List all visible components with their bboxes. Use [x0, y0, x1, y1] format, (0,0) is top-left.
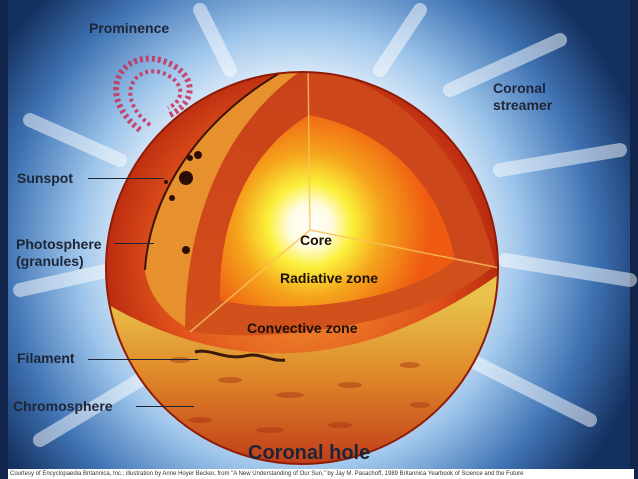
coronal-streamer-label: Coronal streamer: [493, 80, 553, 113]
radiative-zone-floor: [220, 230, 455, 307]
sunspot-label: Sunspot: [17, 170, 73, 186]
cutaway-edges: [189, 72, 498, 333]
chromosphere-label: Chromosphere: [13, 398, 113, 414]
sunspot-cluster: [164, 151, 202, 254]
radiative-zone-label: Radiative zone: [280, 270, 379, 286]
sunspot-leader: [88, 178, 164, 179]
filament-leader: [88, 359, 198, 360]
radiative-zone-right: [309, 115, 455, 260]
prominence-loop: [113, 55, 193, 133]
cutaway-rim: [144, 72, 301, 271]
prominence-label: Prominence: [89, 20, 170, 36]
convective-zone-label: Convective zone: [247, 320, 358, 336]
radiative-zone-left: [219, 115, 310, 300]
granule-texture: [170, 357, 430, 433]
filament-label: Filament: [17, 350, 75, 366]
core-label: Core: [300, 232, 332, 248]
sun-surface-granules: [106, 270, 498, 464]
sun-limb: [105, 71, 499, 465]
photosphere-leader: [114, 243, 154, 244]
coronal-hole-label: Coronal hole: [248, 442, 371, 464]
coronal-rays: [13, 3, 637, 447]
chromosphere-leader: [136, 406, 194, 407]
image-credit: Courtesy of Encyclopaedia Britannica, In…: [8, 469, 634, 479]
photosphere-label: Photosphere (granules): [16, 236, 102, 269]
filament-strand: [194, 349, 286, 362]
